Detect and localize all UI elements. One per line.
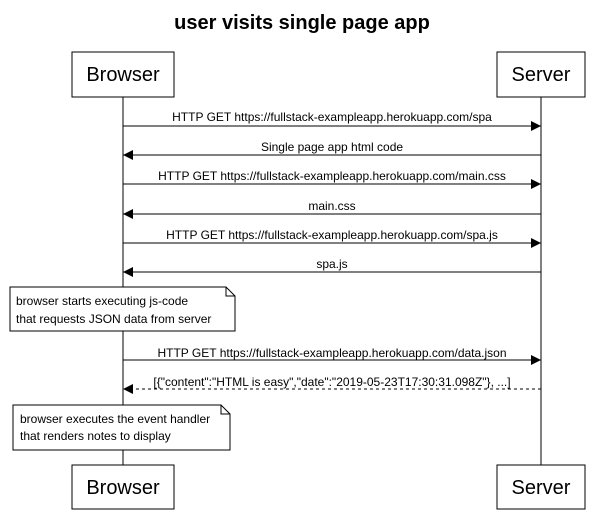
message-5: HTTP GET https://fullstack-exampleapp.he…	[123, 228, 541, 248]
note-1: browser starts executing js-code that re…	[9, 286, 236, 332]
message-label: HTTP GET https://fullstack-exampleapp.he…	[157, 346, 506, 360]
note-line: that renders notes to display	[20, 429, 171, 443]
note-line: that requests JSON data from server	[16, 312, 211, 326]
participant-browser-bottom: Browser	[71, 464, 175, 510]
message-label: [{"content":"HTML is easy","date":"2019-…	[153, 375, 510, 389]
message-1: HTTP GET https://fullstack-exampleapp.he…	[123, 110, 541, 131]
message-3: HTTP GET https://fullstack-exampleapp.he…	[123, 169, 541, 189]
note-fold	[220, 405, 230, 415]
participant-browser-label: Browser	[86, 64, 160, 86]
participant-browser-top: Browser	[71, 51, 175, 98]
participant-server-label: Server	[512, 64, 571, 86]
message-6: spa.js	[123, 257, 541, 277]
participant-server-top: Server	[496, 51, 586, 98]
message-label: HTTP GET https://fullstack-exampleapp.he…	[166, 228, 498, 242]
message-label: HTTP GET https://fullstack-exampleapp.he…	[158, 169, 506, 183]
note-2: browser executes the event handler that …	[12, 404, 231, 451]
message-label: Single page app html code	[261, 140, 403, 154]
message-8: [{"content":"HTML is easy","date":"2019-…	[123, 375, 541, 394]
message-4: main.css	[123, 199, 541, 219]
participant-browser-label: Browser	[86, 477, 160, 499]
note-line: browser executes the event handler	[20, 412, 210, 426]
message-label: main.css	[308, 199, 355, 213]
message-label: spa.js	[316, 257, 347, 271]
message-label: HTTP GET https://fullstack-exampleapp.he…	[172, 110, 492, 124]
participant-server-label: Server	[512, 477, 571, 499]
note-box	[12, 404, 231, 451]
note-fold	[225, 287, 235, 297]
participant-server-bottom: Server	[496, 464, 586, 510]
diagram-title: user visits single page app	[174, 12, 430, 34]
message-7: HTTP GET https://fullstack-exampleapp.he…	[123, 346, 541, 365]
note-line: browser starts executing js-code	[16, 294, 188, 308]
message-2: Single page app html code	[123, 140, 541, 160]
note-box	[9, 286, 236, 332]
